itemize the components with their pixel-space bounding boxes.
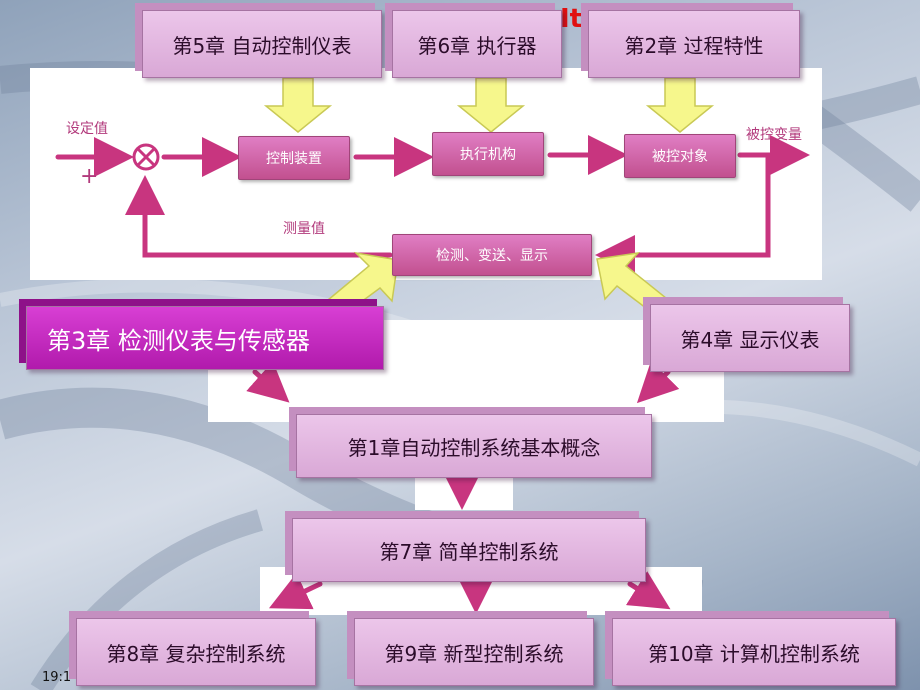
feedback-down-line — [595, 152, 771, 275]
chapter-6-box[interactable]: 第6章 执行器 — [392, 10, 562, 78]
slide-time: 19:1 — [42, 670, 72, 685]
chapter-9-box[interactable]: 第9章 新型控制系统 — [354, 618, 594, 686]
summing-junction-cross — [136, 147, 156, 167]
ch4-to-ch1-arrow — [636, 360, 680, 404]
yellow-arrow-ch2 — [645, 77, 715, 133]
chapter-2-box[interactable]: 第2章 过程特性 — [588, 10, 800, 78]
chapter-10-box[interactable]: 第10章 计算机控制系统 — [612, 618, 896, 686]
yellow-arrow-ch5 — [263, 77, 333, 133]
yellow-arrow-ch4 — [596, 251, 667, 317]
sensor-block: 检测、变送、显示 — [392, 234, 592, 276]
plus-sign: + — [80, 164, 99, 189]
yellow-arrow-ch6 — [456, 77, 526, 133]
feedback-return-line — [125, 175, 393, 258]
title-fragment: It — [560, 4, 583, 34]
ch3-to-ch1-arrow — [246, 361, 290, 403]
chapter-4-box[interactable]: 第4章 显示仪表 — [650, 304, 850, 372]
setpoint-label: 设定值 — [66, 121, 108, 137]
controlled-variable-label: 被控变量 — [746, 127, 802, 143]
chapter-5-box[interactable]: 第5章 自动控制仪表 — [142, 10, 382, 78]
chapter-7-box[interactable]: 第7章 简单控制系统 — [292, 518, 646, 582]
chapter-1-box[interactable]: 第1章自动控制系统基本概念 — [296, 414, 652, 478]
measured-value-label: 测量值 — [283, 221, 325, 237]
chapter-3-box[interactable]: 第3章 检测仪表与传感器 — [26, 306, 384, 370]
process-block: 被控对象 — [624, 134, 736, 178]
ch7-to-ch8-arrow — [268, 573, 323, 610]
chapter-8-box[interactable]: 第8章 复杂控制系统 — [76, 618, 316, 686]
ch7-to-ch10-arrow — [625, 571, 671, 610]
actuator-block: 执行机构 — [432, 132, 544, 176]
controller-block: 控制装置 — [238, 136, 350, 180]
